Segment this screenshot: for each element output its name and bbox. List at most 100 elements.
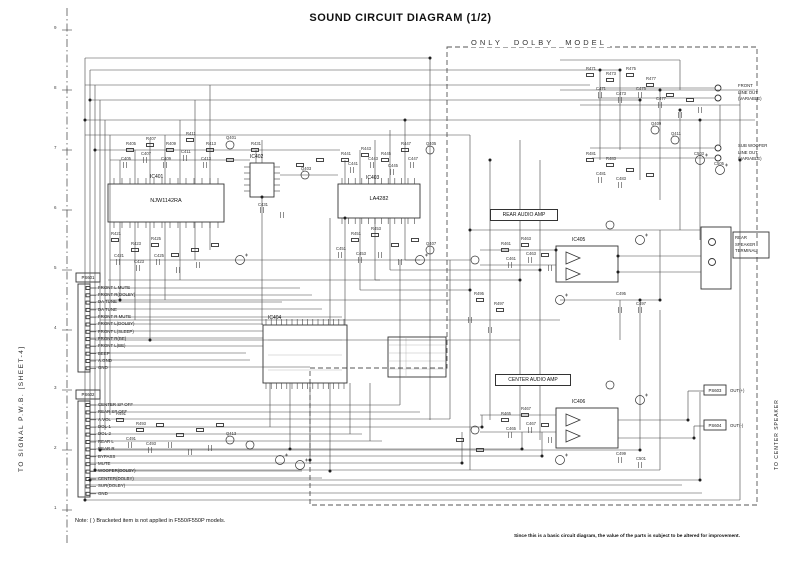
ps602-body: [77, 400, 91, 498]
ps603-body: [703, 384, 727, 396]
ps602-pin-label: REAR R: [98, 446, 115, 452]
ruler-number: 3: [54, 385, 57, 390]
component-ref: R443: [361, 146, 372, 151]
subwoofer-lineout-jack: [714, 144, 722, 152]
ps603-label: PS603: [708, 387, 722, 393]
component-ref: Q401: [226, 135, 237, 140]
ps601-label: PS601: [81, 275, 95, 280]
ps602-pin-label: WOOFER(DOLBY): [98, 468, 136, 474]
component-ref: C465: [506, 426, 517, 431]
ic405-body: [555, 245, 619, 283]
ic404-ref: IC404: [268, 315, 282, 321]
component-ref: R405: [126, 141, 137, 146]
ruler-number: 9: [54, 25, 57, 30]
wires-layer: [62, 29, 755, 511]
ps601-pin-label: GND: [98, 365, 108, 371]
component-ref: R409: [166, 141, 177, 146]
component-ref: R463: [521, 236, 532, 241]
component-ref: C497: [636, 301, 647, 306]
rear-speaker-terminal-label: REAR SPEAKER TERMINAL: [735, 235, 757, 255]
component-ref: R491: [116, 411, 127, 416]
component-ref: R497: [494, 301, 505, 306]
ic403-part: LA4282: [369, 196, 389, 202]
ic406-body: [555, 407, 619, 449]
front-lineout-jack: [714, 94, 722, 102]
ps601-pin-label: FRONT L(BE): [98, 343, 126, 349]
ps602-pin-label: GND: [98, 490, 108, 496]
ps601-pin-label: FRONT L(DOLBY): [98, 321, 135, 327]
subwoofer-lineout-label: SUB WOOFER LINE OUT (VARIABLE): [738, 143, 767, 163]
component-ref: C425: [154, 253, 165, 258]
component-ref: C463: [526, 251, 537, 256]
ps604-label: PS604: [708, 422, 722, 428]
component-ref: R407: [146, 136, 157, 141]
ic401-ref: IC401: [150, 174, 164, 180]
rear-terminal-body: [700, 226, 732, 290]
opamp-symbol: [565, 429, 582, 443]
ic406-ref: IC406: [572, 399, 586, 405]
component-ref: R471: [586, 66, 597, 71]
rear-terminal-label-box: [732, 231, 770, 259]
front-lineout-line2: LINE OUT: [738, 89, 758, 95]
dolby-region-outline: [309, 46, 758, 506]
component-ref: C445: [388, 163, 399, 168]
center-audio-amp-label: CENTER AUDIO AMP: [495, 374, 571, 386]
only-dolby-label: ONLY DOLBY MODEL: [468, 38, 610, 47]
component-ref: C413: [201, 156, 212, 161]
component-ref: C443: [368, 156, 379, 161]
component-ref: R465: [501, 411, 512, 416]
front-lineout-line3: (VARIABLE): [738, 96, 762, 102]
ic403-ref: IC403: [366, 175, 380, 181]
ic403-body: [337, 183, 421, 219]
center-out-plus-label: OUT(+): [730, 388, 745, 393]
ic401-part: NJW1142RA: [150, 198, 182, 204]
component-ref: R453: [371, 226, 382, 231]
rear-speaker-line3: TERMINAL: [735, 248, 757, 254]
component-ref: R411: [186, 131, 196, 136]
ps601-pin-label: FRONT R MUTE: [98, 314, 132, 319]
terminal-screw: [708, 238, 716, 246]
ruler-number: 6: [54, 205, 57, 210]
ic405-ref: IC405: [572, 237, 586, 243]
ps601-pin-label: FRONT L(SLEEP): [98, 328, 134, 334]
component-ref: C461: [506, 256, 517, 261]
center-out-minus-label: OUT(-): [730, 423, 744, 428]
page-title: SOUND CIRCUIT DIAGRAM (1/2): [309, 12, 492, 24]
component-ref: C451: [336, 246, 347, 251]
component-ref: C409: [161, 156, 172, 161]
component-ref: C475: [636, 86, 647, 91]
ps602-pin-label: A.VOL: [98, 416, 111, 422]
component-ref: C505: [714, 161, 725, 166]
component-ref: R451: [351, 231, 362, 236]
front-lineout-line1: FRONT: [738, 83, 753, 88]
ps602-pin-label: REAR SP OFF: [98, 409, 128, 415]
rear-speaker-line2: SPEAKER: [735, 241, 756, 247]
component-ref: R473: [606, 71, 617, 76]
component-ref: Q413: [226, 431, 237, 436]
component-ref: R467: [521, 406, 532, 411]
component-ref: Q407: [426, 241, 437, 246]
ps601-pin-label: DA TUNE: [98, 299, 117, 305]
component-ref: R483: [606, 156, 617, 161]
component-ref: C495: [616, 291, 627, 296]
component-ref: C423: [134, 259, 145, 264]
component-ref: R495: [474, 291, 485, 296]
component-ref: C405: [121, 156, 132, 161]
front-lineout-label: FRONT LINE OUT (VARIABLE): [738, 83, 762, 103]
opamp-symbol: [565, 267, 582, 281]
ps601-pin-label: FRONT R(DOLBY): [98, 292, 136, 298]
component-ref: R425: [151, 236, 162, 241]
component-ref: R413: [206, 141, 217, 146]
ps601-pin-label: FRONT R(BE): [98, 335, 127, 341]
subwoofer-line3: (VARIABLE): [738, 156, 762, 162]
component-ref: R421: [111, 231, 122, 236]
opamp-symbol: [565, 251, 582, 265]
component-ref: C473: [616, 91, 627, 96]
ruler-number: 2: [54, 445, 57, 450]
ps602-pin-label: DOL-2: [98, 431, 111, 437]
component-ref: R493: [136, 421, 147, 426]
component-ref: C431: [258, 202, 269, 207]
subwoofer-line2: LINE OUT: [738, 149, 758, 155]
